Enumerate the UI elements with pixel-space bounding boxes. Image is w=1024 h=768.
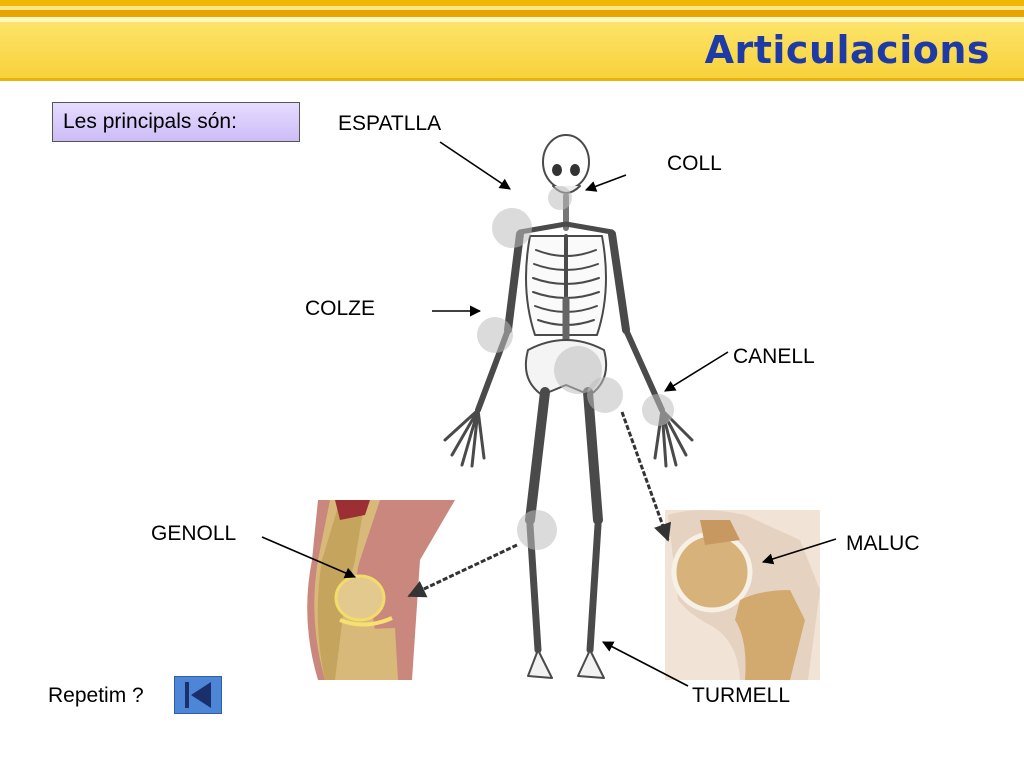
header-stripe — [0, 6, 1024, 10]
repeat-button[interactable] — [174, 676, 222, 714]
header-banner: Articulacions — [0, 0, 1024, 84]
arrow-espatlla — [439, 141, 511, 190]
label-turmell: TURMELL — [692, 684, 791, 707]
repeat-label: Repetim ? — [48, 684, 144, 707]
knee-inset — [307, 500, 455, 680]
label-maluc: MALUC — [846, 532, 920, 555]
header-band — [0, 22, 1024, 78]
label-colze: COLZE — [305, 297, 376, 320]
arrow-coll — [584, 174, 627, 192]
arrow-maluc — [761, 538, 837, 565]
page-title: Articulacions — [704, 28, 990, 72]
label-arrows — [261, 141, 837, 687]
header-stripe — [0, 0, 1024, 6]
hip-inset — [665, 510, 820, 680]
label-espatlla: ESPATLLA — [338, 112, 442, 135]
header-stripe — [0, 10, 1024, 17]
arrow-canell — [664, 351, 729, 392]
arrow-genoll — [261, 536, 357, 579]
intro-box: Les principals són: — [52, 102, 300, 142]
joint-highlights — [477, 186, 674, 550]
label-coll: COLL — [667, 152, 722, 175]
arrow-turmell — [602, 641, 689, 687]
label-canell: CANELL — [733, 345, 815, 368]
header-stripe — [0, 78, 1024, 81]
label-genoll: GENOLL — [151, 522, 237, 545]
skip-back-icon — [185, 682, 211, 708]
header-stripe — [0, 17, 1024, 22]
arrow-knee-inset — [407, 543, 518, 598]
arrow-hip-inset — [620, 411, 671, 542]
